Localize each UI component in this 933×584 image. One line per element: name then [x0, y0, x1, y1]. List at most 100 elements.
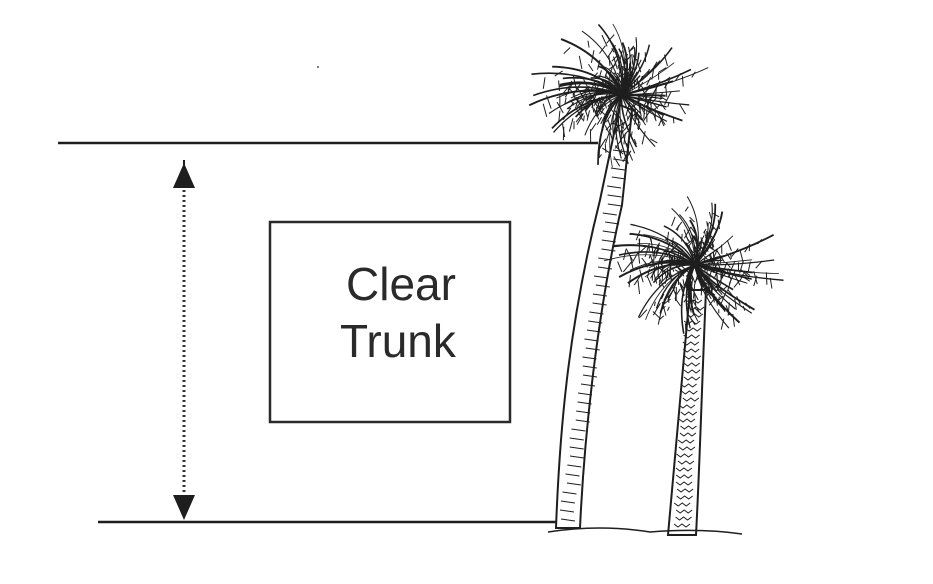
leaflet	[622, 61, 627, 70]
frond	[629, 233, 696, 266]
frond	[627, 263, 696, 284]
leaflet	[614, 139, 622, 149]
frond	[560, 38, 623, 96]
leaflet	[679, 283, 685, 296]
leaflet	[628, 140, 636, 154]
frond	[637, 243, 696, 266]
leaflet	[693, 292, 697, 306]
leaflet	[686, 312, 695, 323]
leaflet	[613, 156, 621, 167]
leaflet	[720, 291, 727, 305]
leaflet	[562, 86, 570, 94]
leaflet	[633, 65, 635, 71]
leaflet	[633, 139, 637, 145]
trunk-mark	[677, 460, 695, 465]
leaflet	[713, 270, 719, 280]
leaflet	[703, 230, 707, 237]
leaflet	[542, 77, 546, 89]
leaflet	[641, 257, 649, 267]
trunk-mark	[566, 482, 581, 486]
leaflet	[637, 280, 641, 294]
trunk-mark	[676, 453, 693, 458]
leaflet	[631, 251, 639, 265]
frond	[609, 39, 624, 96]
frond	[612, 23, 626, 96]
leaflet	[594, 109, 598, 117]
frond	[694, 234, 775, 266]
leaflet	[736, 296, 741, 305]
leaflet	[691, 274, 696, 283]
trunk-mark	[680, 383, 697, 388]
leaflet	[615, 123, 620, 131]
leaflet	[558, 80, 560, 91]
leaflet	[708, 254, 713, 264]
leaflet	[625, 142, 630, 149]
leaflet	[667, 306, 670, 312]
leaflet	[742, 305, 746, 311]
leaflet	[605, 69, 611, 75]
leaflet	[641, 70, 649, 79]
leaflet	[682, 279, 685, 287]
trunk-mark	[678, 404, 696, 409]
trunk-mark	[586, 329, 601, 333]
leaflet	[664, 269, 668, 279]
triangle-down-icon	[173, 495, 195, 520]
leaflet	[650, 239, 654, 253]
leaflet	[769, 277, 773, 289]
leaflet	[658, 267, 665, 273]
leaflet	[669, 256, 673, 271]
frond	[621, 94, 656, 148]
trunk-mark	[676, 495, 693, 500]
leaflet	[624, 75, 626, 87]
leaflet	[684, 323, 687, 337]
leaflet	[624, 150, 632, 160]
leaflet	[645, 95, 649, 109]
trunk-mark	[675, 481, 693, 486]
leaflet	[653, 249, 656, 263]
leaflet	[629, 256, 634, 269]
leaflet	[708, 299, 715, 306]
leaflet	[665, 246, 675, 258]
frond	[672, 264, 696, 292]
leaflet	[619, 148, 622, 156]
leaflet	[727, 289, 735, 298]
leaflet	[755, 260, 763, 269]
frond	[621, 93, 666, 97]
leaflet	[622, 261, 632, 273]
leaflet	[711, 212, 720, 218]
trunk-mark	[607, 203, 622, 207]
leaflet	[617, 66, 625, 81]
leaflet	[690, 226, 697, 235]
leaflet	[606, 34, 615, 44]
leaflet	[583, 79, 591, 91]
leaflet	[706, 221, 709, 227]
frond	[528, 89, 623, 107]
trunk-mark	[682, 341, 700, 346]
leaflet	[654, 104, 661, 110]
leaflet	[599, 107, 605, 115]
palm-tree-icon	[528, 23, 784, 536]
leaflet	[597, 154, 603, 160]
leaflet	[631, 131, 633, 136]
trunk-mark	[673, 523, 691, 528]
leaflet	[677, 249, 684, 262]
trunk-mark	[675, 516, 692, 521]
leaflet	[684, 227, 692, 239]
leaflet	[710, 287, 714, 295]
leaflet	[645, 104, 654, 114]
leaflet	[638, 309, 648, 319]
leaflet	[637, 123, 641, 131]
leaflet	[693, 307, 702, 315]
leaflet	[676, 225, 680, 231]
leaflet	[667, 295, 670, 303]
leaflet	[558, 110, 561, 122]
trunk-mark	[601, 248, 616, 252]
leaflet	[664, 242, 671, 255]
leaflet	[676, 266, 683, 273]
leaflet	[716, 288, 723, 295]
leaflet	[691, 237, 695, 245]
leaflet	[747, 261, 751, 272]
leaflet	[586, 96, 595, 103]
leaflet	[694, 275, 700, 283]
trunk-mark	[684, 355, 702, 360]
